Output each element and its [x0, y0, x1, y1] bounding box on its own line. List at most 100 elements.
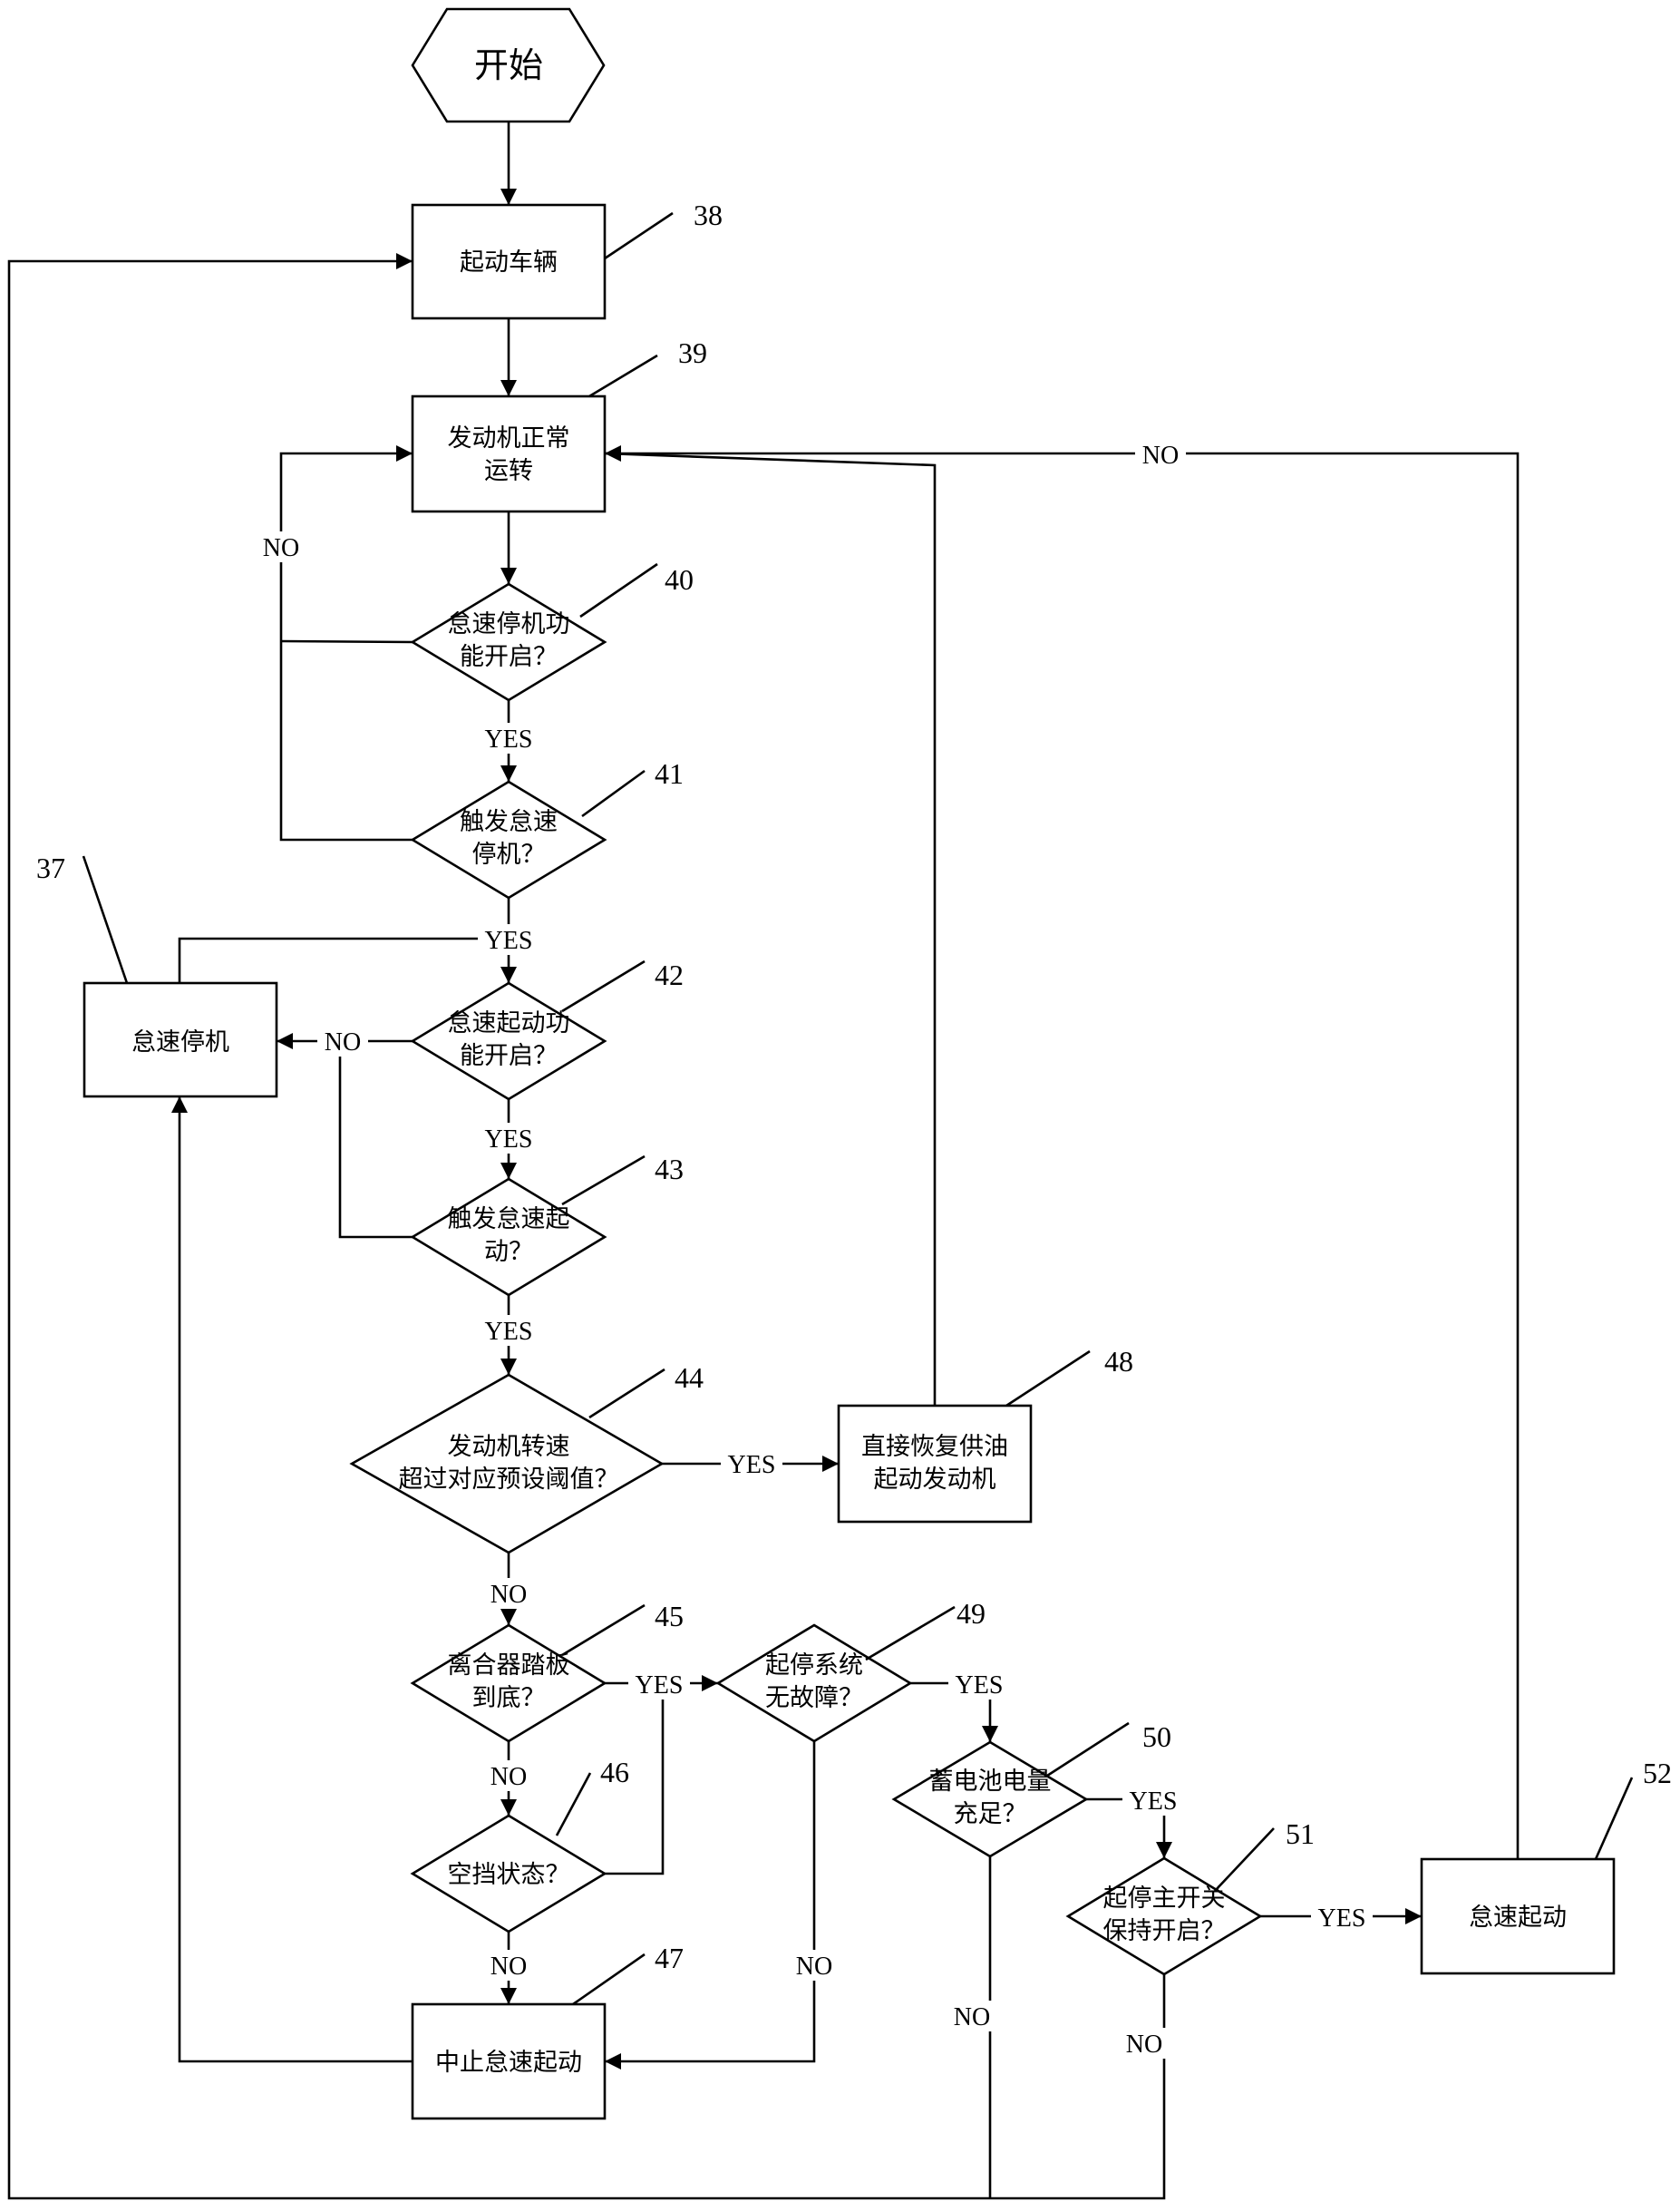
node-45-line1: 离合器踏板	[448, 1651, 570, 1679]
node-43-line1: 触发怠速起	[448, 1205, 570, 1232]
node-50-line2: 充足？	[954, 1800, 1027, 1827]
label-no-44: NO	[483, 1578, 534, 1609]
node-52-text: 怠速起动	[1469, 1904, 1567, 1931]
node-51-line2: 保持开启？	[1103, 1917, 1226, 1944]
node-39-line1: 发动机正常	[448, 424, 570, 452]
node-42-line2: 能开启？	[460, 1042, 558, 1069]
label-yes-45: YES	[628, 1669, 690, 1700]
ref-44: 44	[675, 1361, 704, 1394]
leader-42	[561, 959, 646, 1013]
node-49-line2: 无故障？	[765, 1684, 863, 1711]
edge-41-yes-37	[178, 937, 509, 983]
leader-39	[588, 354, 658, 398]
node-37-text: 怠速停机	[131, 1028, 229, 1056]
ref-39: 39	[678, 336, 707, 369]
process-resume-fuel	[837, 1404, 1033, 1524]
node-47-text: 中止怠速起动	[435, 2049, 582, 2076]
ref-41: 41	[655, 757, 684, 790]
svg-text:NO: NO	[490, 1763, 527, 1791]
node-44-line2: 超过对应预设阈值？	[399, 1466, 619, 1493]
node-38-text: 起动车辆	[460, 248, 558, 276]
node-40-line2: 能开启？	[460, 643, 558, 670]
leader-43	[561, 1154, 646, 1206]
edge-51-no	[7, 253, 1166, 2200]
edge-40-no-loop	[280, 639, 413, 644]
ref-45: 45	[655, 1600, 684, 1632]
leader-44	[588, 1368, 665, 1419]
decision-clutch-pedal	[410, 1623, 607, 1743]
leader-49	[865, 1605, 956, 1661]
label-yes-50: YES	[1122, 1785, 1184, 1816]
node-41-line1: 触发怠速	[460, 808, 558, 835]
leader-45	[561, 1603, 646, 1657]
leader-47	[572, 1953, 646, 2006]
node-45-line2: 到底？	[472, 1684, 546, 1711]
start-label: 开始	[474, 47, 543, 85]
node-48-line2: 起动发动机	[874, 1466, 996, 1493]
node-41-line2: 停机？	[472, 841, 546, 868]
edge-49-no-47	[605, 1741, 816, 2070]
leader-38	[604, 211, 674, 260]
decision-idle-start-enabled	[410, 981, 607, 1101]
edge-47-37	[171, 1096, 413, 2063]
ref-49: 49	[957, 1597, 986, 1630]
svg-text:YES: YES	[1130, 1787, 1178, 1816]
svg-text:YES: YES	[485, 927, 533, 955]
svg-text:NO: NO	[263, 534, 299, 562]
label-yes-40: YES	[478, 723, 539, 754]
ref-50: 50	[1142, 1720, 1171, 1753]
ref-47: 47	[655, 1942, 684, 1974]
leader-40	[579, 562, 658, 618]
svg-text:NO: NO	[490, 1581, 527, 1609]
node-43-line2: 动？	[484, 1238, 533, 1265]
ref-43: 43	[655, 1153, 684, 1185]
leader-46	[555, 1772, 592, 1836]
label-no-51: NO	[1122, 2028, 1173, 2059]
edge-41-no-loop	[279, 445, 413, 842]
svg-text:YES: YES	[485, 1125, 533, 1154]
node-40-line1: 怠速停机功	[448, 610, 570, 638]
svg-text:YES: YES	[636, 1671, 684, 1700]
label-yes-42: YES	[478, 1123, 539, 1154]
node-46-text: 空挡状态？	[448, 1861, 570, 1888]
node-48-line1: 直接恢复供油	[861, 1433, 1008, 1460]
label-no-45: NO	[483, 1760, 534, 1791]
node-50-line1: 蓄电池电量	[929, 1768, 1052, 1795]
node-49-line1: 起停系统	[765, 1651, 863, 1679]
decision-system-fault	[715, 1623, 913, 1743]
svg-text:NO: NO	[796, 1953, 832, 1981]
svg-text:NO: NO	[490, 1953, 527, 1981]
leader-41	[581, 769, 646, 818]
label-yes-51: YES	[1311, 1902, 1373, 1933]
leader-51	[1214, 1827, 1275, 1892]
node-39-line2: 运转	[484, 457, 533, 484]
svg-text:YES: YES	[1318, 1904, 1366, 1933]
svg-text:YES: YES	[485, 1318, 533, 1346]
process-start-vehicle	[411, 203, 607, 320]
label-no-42: NO	[317, 1026, 368, 1057]
node-51-line1: 起停主开关	[1103, 1885, 1226, 1912]
svg-text:NO: NO	[325, 1028, 361, 1057]
node-44-line1: 发动机转速	[448, 1433, 570, 1460]
decision-battery	[891, 1740, 1089, 1858]
leader-48	[1005, 1349, 1091, 1407]
label-yes-49: YES	[948, 1669, 1010, 1700]
svg-text:YES: YES	[956, 1671, 1004, 1700]
ref-42: 42	[655, 959, 684, 991]
ref-48: 48	[1104, 1345, 1133, 1378]
ref-51: 51	[1286, 1817, 1315, 1850]
ref-37: 37	[36, 852, 65, 884]
leader-37	[82, 855, 129, 984]
label-yes-44: YES	[721, 1448, 782, 1479]
svg-text:YES: YES	[485, 726, 533, 754]
leader-50	[1046, 1721, 1130, 1778]
label-no-46: NO	[483, 1950, 534, 1981]
edge-43-no	[338, 1041, 413, 1239]
ref-40: 40	[665, 563, 694, 596]
label-yes-43: YES	[478, 1315, 539, 1346]
svg-text:NO: NO	[1126, 2031, 1162, 2059]
process-engine-running	[411, 394, 607, 513]
label-yes-41: YES	[478, 924, 539, 955]
